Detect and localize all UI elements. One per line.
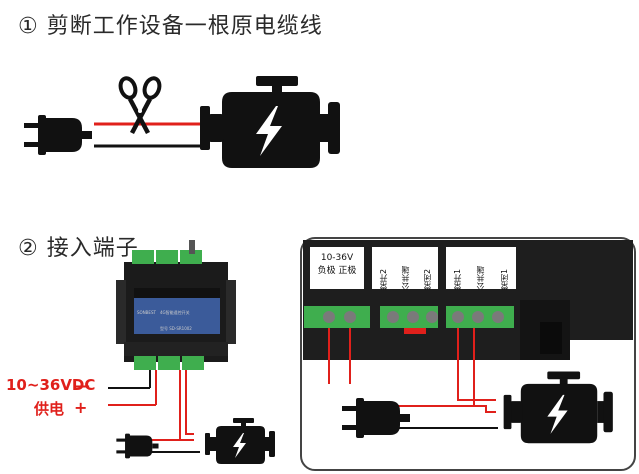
step1-title: ① 剪断工作设备一根原电缆线 — [18, 14, 323, 39]
small-plug-icon — [116, 433, 159, 459]
relay1-terminal-labels: 常开1 公共端 常闭1 — [453, 266, 509, 290]
small-motor-icon — [205, 418, 275, 464]
power-terminal-label: 10-36V 负极 正极 — [317, 253, 357, 276]
supply-text-label: 供电 — [34, 400, 65, 418]
relay2-terminal-labels: 常开2 公共端 常闭2 — [378, 266, 432, 290]
scissors-icon — [118, 76, 162, 134]
svg-text:型号 SD-SR1002: 型号 SD-SR1002 — [160, 325, 192, 331]
power-plug-icon — [24, 115, 92, 155]
supply-voltage-label: 10~36VDC — [6, 376, 96, 394]
plus-sign: + — [74, 398, 88, 417]
svg-text:SONBEST: SONBEST — [137, 310, 156, 315]
controller-device: SONBEST 4G智能遥控开关 型号 SD-SR1002 — [116, 240, 236, 370]
minus-sign: — — [74, 376, 90, 395]
svg-text:4G智能遥控开关: 4G智能遥控开关 — [160, 309, 190, 315]
motor-lightning-icon — [200, 76, 340, 168]
step2-title: ② 接入端子 — [18, 236, 139, 261]
